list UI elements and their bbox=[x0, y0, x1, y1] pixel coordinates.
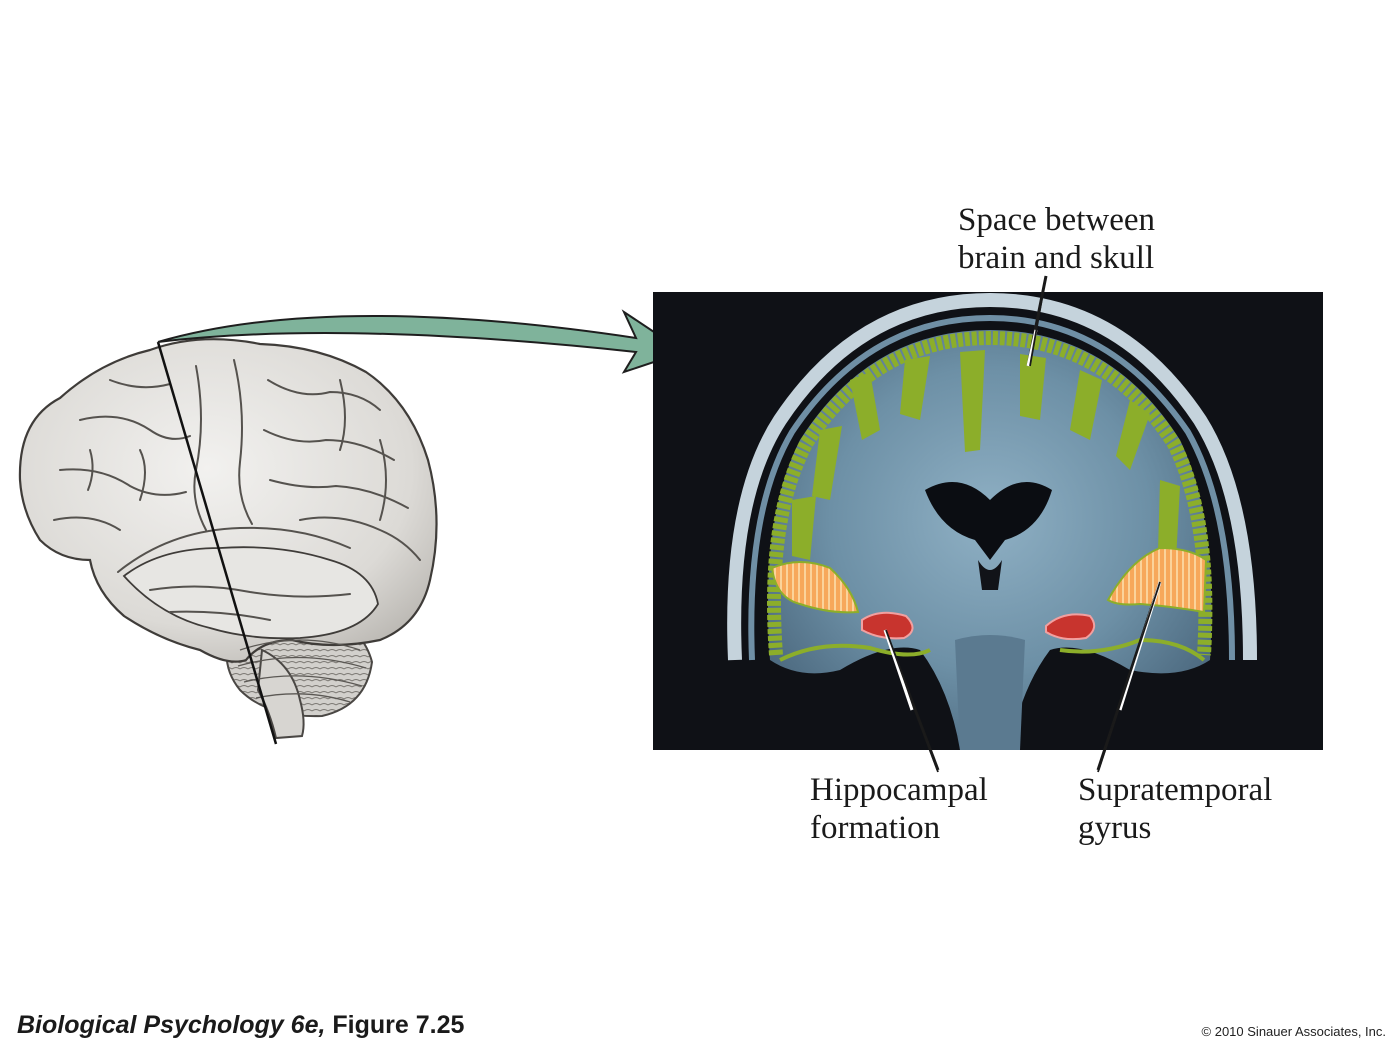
caption-book-title: Biological Psychology 6e, bbox=[17, 1011, 326, 1039]
hippocampal-formation-left bbox=[861, 611, 914, 640]
caption-figure-number: Figure 7.25 bbox=[325, 1011, 465, 1039]
label-space-between-brain-and-skull: Space between brain and skull bbox=[958, 201, 1155, 277]
label-hippocampal-formation: Hippocampal formation bbox=[810, 771, 988, 847]
label-line: brain and skull bbox=[958, 240, 1155, 276]
label-supratemporal-gyrus: Supratemporal gyrus bbox=[1078, 771, 1272, 847]
label-line: Hippocampal bbox=[810, 772, 988, 808]
supratemporal-gyrus-left bbox=[770, 561, 860, 614]
copyright-notice: © 2010 Sinauer Associates, Inc. bbox=[1201, 1024, 1386, 1039]
section-plane-line bbox=[156, 341, 278, 745]
csf-sulci bbox=[792, 350, 1180, 560]
lateral-ventricles bbox=[925, 482, 1052, 560]
hippocampal-formation-right bbox=[1045, 613, 1096, 641]
supratemporal-gyrus-right bbox=[1106, 546, 1208, 614]
lateral-brain-illustration bbox=[18, 338, 438, 740]
label-line: formation bbox=[810, 810, 941, 846]
figure-caption: Biological Psychology 6e, Figure 7.25 bbox=[17, 1011, 464, 1040]
label-line: Space between bbox=[958, 202, 1155, 238]
label-line: gyrus bbox=[1078, 810, 1152, 846]
csf-space-overlay bbox=[767, 330, 1213, 656]
skull-ring bbox=[727, 292, 1257, 661]
label-line: Supratemporal bbox=[1078, 772, 1273, 808]
coronal-mri-scan bbox=[653, 292, 1323, 750]
brain-sulci bbox=[53, 359, 421, 621]
